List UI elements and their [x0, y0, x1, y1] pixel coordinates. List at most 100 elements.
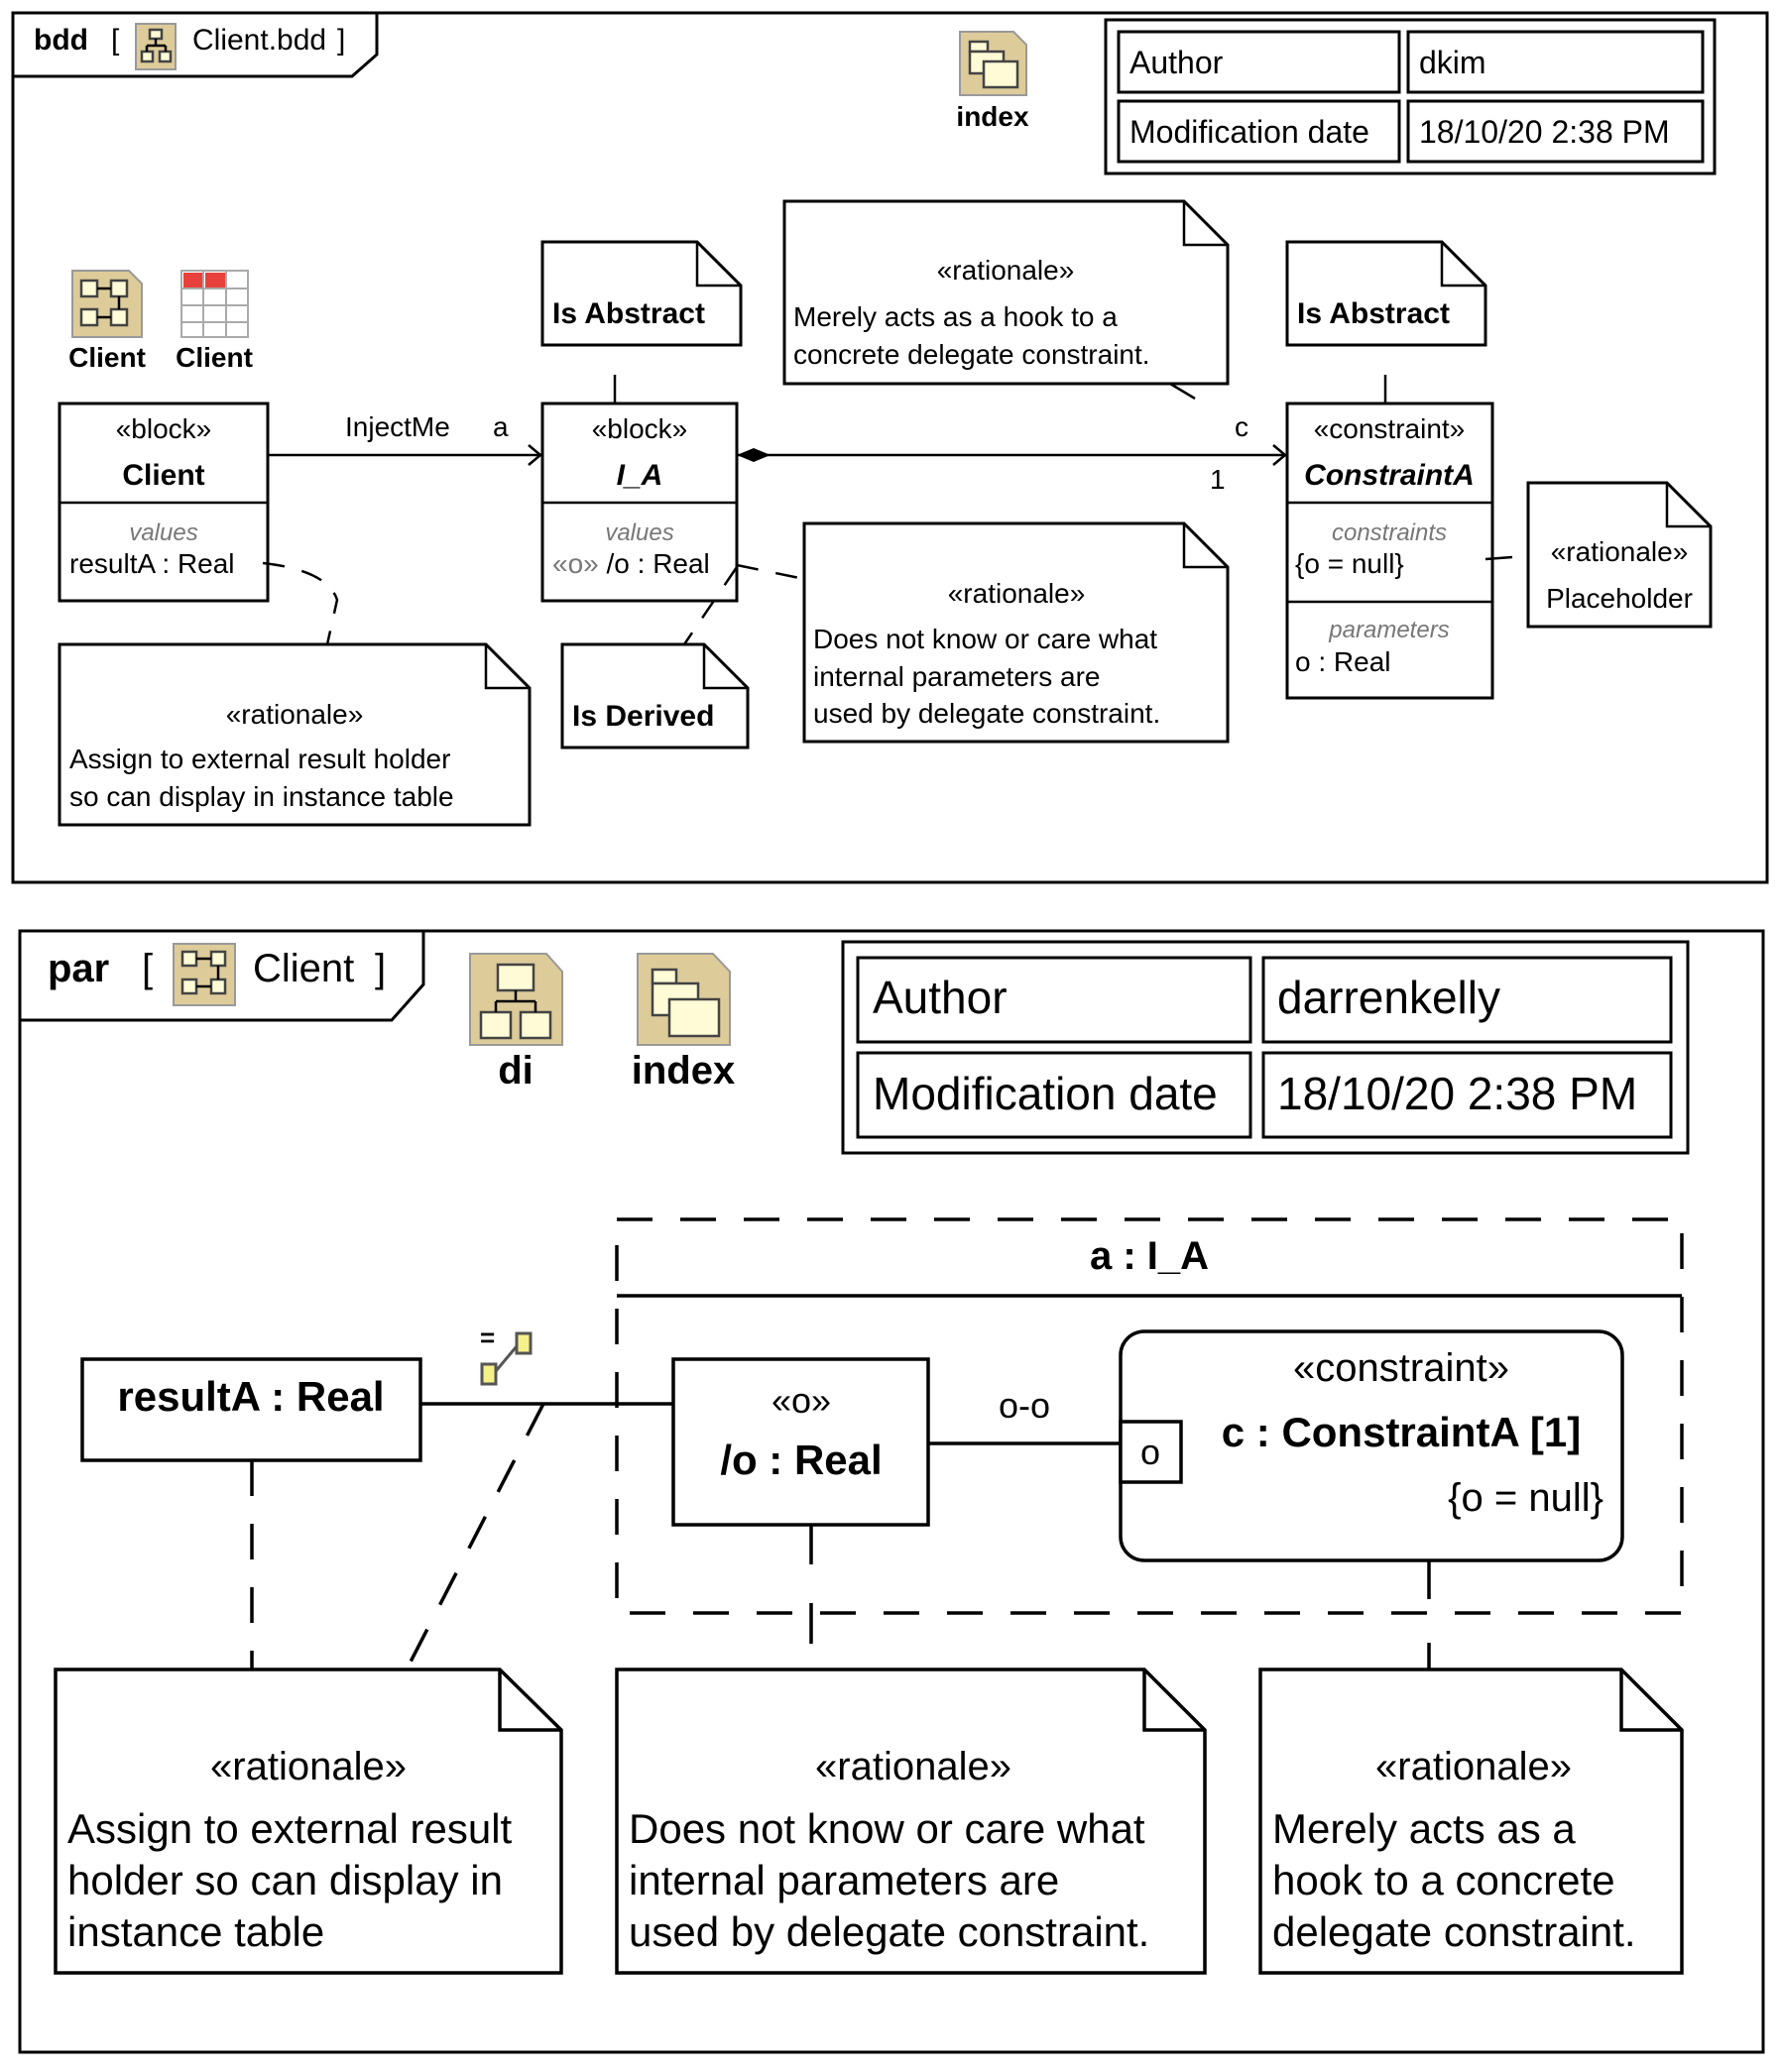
injectme-association[interactable]: InjectMe a	[268, 411, 542, 466]
note-is-abstract-constraint[interactable]: Is Abstract	[1285, 240, 1487, 403]
note-anchor	[1484, 555, 1513, 561]
bdd-diagram-name: Client.bdd	[192, 24, 326, 57]
is-abstract-text: Is Abstract	[1297, 297, 1450, 330]
bdd-index-link[interactable]: index	[956, 31, 1029, 132]
binding-equals-symbol: =	[480, 1323, 495, 1352]
is-derived-text: Is Derived	[572, 700, 714, 733]
constraint-expression: {o = null}	[1295, 548, 1404, 579]
ia-block-name: I_A	[617, 459, 663, 492]
constraint-a-block[interactable]: «constraint» ConstraintA constraints {o …	[1285, 402, 1494, 700]
par-di-label: di	[498, 1049, 534, 1093]
bdd-moddate-value: 18/10/20 2:38 PM	[1419, 114, 1670, 150]
parameters-heading: parameters	[1328, 617, 1449, 643]
connector-label: o-o	[999, 1385, 1050, 1426]
composition-diamond	[737, 448, 771, 462]
bdd-moddate-key: Modification date	[1129, 114, 1369, 150]
note-rationale-assign-par[interactable]: «rationale» Assign to external result ho…	[54, 1403, 563, 1975]
part-a-ia[interactable]: a : I_A	[615, 1217, 1684, 1615]
bdd-info-table: Author dkim Modification date 18/10/20 2…	[1104, 18, 1717, 175]
is-abstract-text: Is Abstract	[552, 297, 705, 330]
rationale-stereotype: «rationale»	[226, 699, 364, 730]
note-rationale-hook-bdd[interactable]: «rationale» Merely acts as a hook to a c…	[782, 199, 1230, 401]
bdd-bracket-close: ]	[337, 24, 345, 57]
note-rationale-doesnot-par[interactable]: «rationale» Does not know or care what i…	[615, 1525, 1207, 1975]
composition-multiplicity: 1	[1210, 464, 1226, 495]
note-is-derived[interactable]: Is Derived	[560, 566, 750, 749]
rationale-stereotype: «rationale»	[210, 1745, 407, 1788]
client-values-heading: values	[129, 519, 197, 546]
par-moddate-value: 18/10/20 2:38 PM	[1277, 1068, 1637, 1119]
ia-value: «o» /o : Real	[552, 548, 710, 579]
binding-connector-icon: =	[480, 1323, 533, 1386]
value-property-resultA[interactable]: resultA : Real	[80, 1357, 422, 1462]
note-anchor	[736, 563, 805, 581]
rationale-line: Does not know or care what	[629, 1805, 1145, 1852]
ia-block[interactable]: «block» I_A values «o» /o : Real	[540, 402, 739, 603]
constraint-property-c[interactable]: «constraint» c : ConstraintA [1] {o = nu…	[1119, 1329, 1624, 1562]
par-author-key: Author	[873, 972, 1008, 1023]
constraints-heading: constraints	[1332, 519, 1447, 546]
note-rationale-hook-par[interactable]: «rationale» Merely acts as a hook to a c…	[1258, 1560, 1684, 1975]
note-anchor	[682, 566, 739, 645]
rationale-stereotype: «rationale»	[1551, 536, 1689, 567]
rationale-stereotype: «rationale»	[948, 578, 1086, 609]
constraint-a-name: ConstraintA	[1304, 459, 1475, 492]
bdd-author-key: Author	[1129, 45, 1224, 80]
client-table-link[interactable]: Client	[176, 270, 253, 373]
o-stereotype: «o»	[772, 1380, 831, 1421]
composition-c[interactable]: c 1	[737, 411, 1287, 495]
rationale-stereotype: «rationale»	[815, 1745, 1011, 1788]
parameter-o: o : Real	[1295, 646, 1391, 677]
constraint-parameter-port-o[interactable]: o	[1119, 1420, 1183, 1484]
par-info-table: Author darrenkelly Modification date 18/…	[841, 940, 1690, 1155]
value-property-o[interactable]: «o» /o : Real	[671, 1357, 930, 1527]
rationale-line: internal parameters are	[813, 661, 1100, 692]
note-rationale-doesnot-bdd[interactable]: «rationale» Does not know or care what i…	[736, 521, 1230, 744]
rationale-line: used by delegate constraint.	[813, 698, 1160, 729]
connector-o-o[interactable]: o-o	[928, 1385, 1121, 1445]
par-ibd-icon	[173, 943, 236, 1006]
client-table-label: Client	[176, 342, 253, 373]
client-value-resultA: resultA : Real	[69, 548, 235, 579]
association-name: InjectMe	[345, 411, 450, 442]
rationale-line: concrete delegate constraint.	[793, 339, 1150, 370]
rationale-line: instance table	[67, 1908, 324, 1955]
note-rationale-assign-bdd[interactable]: «rationale» Assign to external result ho…	[58, 561, 532, 827]
rationale-line: holder so can display in	[67, 1857, 503, 1903]
par-kind: par	[48, 947, 109, 990]
note-rationale-placeholder[interactable]: «rationale» Placeholder	[1484, 481, 1713, 629]
rationale-line: Merely acts as a hook to a	[793, 301, 1118, 332]
bdd-index-label: index	[956, 101, 1029, 132]
par-di-link[interactable]: di	[469, 953, 563, 1093]
rationale-line: Assign to external result holder	[69, 744, 450, 774]
constraint-property-expression: {o = null}	[1448, 1476, 1603, 1520]
client-block-stereotype: «block»	[116, 413, 212, 444]
bdd-kind: bdd	[34, 24, 88, 57]
client-ibd-label: Client	[68, 342, 146, 373]
par-author-value: darrenkelly	[1277, 972, 1500, 1023]
bdd-bracket-open: [	[111, 24, 120, 57]
rationale-line: Does not know or care what	[813, 624, 1157, 654]
ia-value-stereotype: «o»	[552, 548, 599, 579]
bdd-diagram-icon	[135, 23, 177, 70]
rationale-line: internal parameters are	[629, 1857, 1059, 1903]
part-label: a : I_A	[1090, 1234, 1209, 1278]
note-is-abstract-ia[interactable]: Is Abstract	[540, 240, 743, 403]
package-diagram-icon	[637, 953, 731, 1046]
rationale-line: hook to a concrete	[1272, 1857, 1615, 1903]
bdd-diagram-icon	[469, 953, 563, 1046]
par-bracket-open: [	[142, 947, 153, 990]
par-moddate-key: Modification date	[873, 1068, 1218, 1119]
ia-value-name: /o : Real	[599, 548, 710, 579]
ia-block-stereotype: «block»	[592, 413, 688, 444]
client-block-name: Client	[122, 459, 204, 492]
client-block[interactable]: «block» Client values resultA : Real	[58, 402, 270, 603]
par-bracket-close: ]	[375, 947, 386, 990]
rationale-line: Assign to external result	[67, 1805, 513, 1852]
par-index-link[interactable]: index	[632, 953, 735, 1093]
client-ibd-link[interactable]: Client	[68, 270, 146, 373]
par-index-label: index	[632, 1049, 735, 1093]
constraint-property-stereotype: «constraint»	[1293, 1346, 1509, 1390]
rationale-line: used by delegate constraint.	[629, 1908, 1149, 1955]
rationale-stereotype: «rationale»	[937, 255, 1075, 286]
